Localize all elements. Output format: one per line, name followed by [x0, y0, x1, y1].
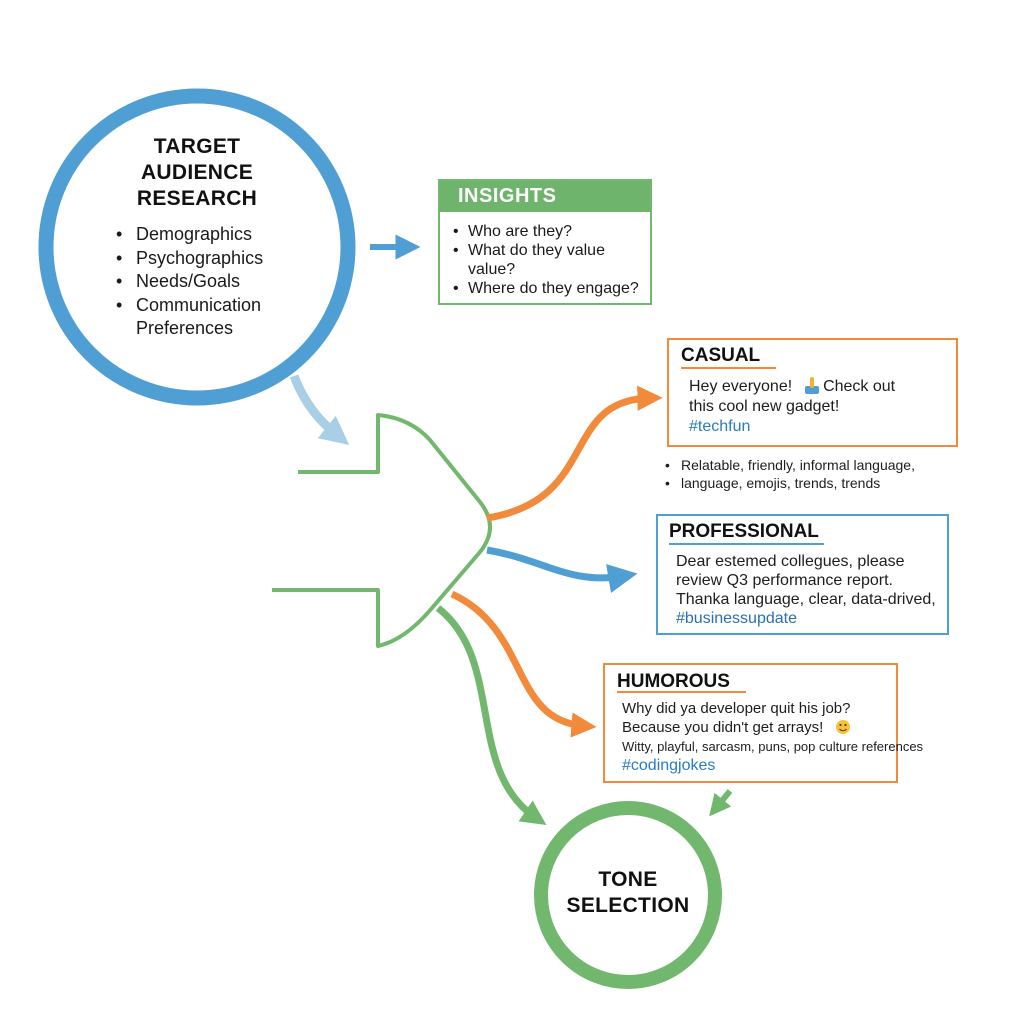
research-title: TARGET AUDIENCE RESEARCH: [97, 134, 297, 212]
professional-title: PROFESSIONAL: [669, 521, 819, 542]
humorous-line-3: Witty, playful, sarcasm, puns, pop cultu…: [622, 739, 924, 754]
casual-note-line-2: language, emojis, trends, trends: [663, 474, 963, 492]
humorous-line-1: Why did ya developer quit his job?: [622, 700, 851, 717]
arrow-funnel-to-professional: [486, 546, 638, 593]
humorous-title: HUMOROUS: [617, 671, 730, 692]
professional-line-1: Dear estemed collegues, please: [676, 553, 905, 570]
casual-body: Hey everyone! Check out this cool new ga…: [689, 377, 951, 437]
research-circle: [38, 88, 356, 406]
humorous-body: Why did ya developer quit his job? Becau…: [622, 699, 924, 775]
arrow-funnel-to-casual: [486, 385, 663, 522]
tone-title-line-1: TONE: [598, 868, 658, 891]
tone-title: TONE SELECTION: [548, 867, 708, 919]
casual-line-1b: Check out: [823, 378, 896, 395]
research-item-preferences: Preferences: [136, 318, 234, 338]
research-list: Demographics Psychographics Needs/Goals …: [114, 223, 304, 341]
thumbs-up-emoji: [805, 377, 819, 394]
research-item-psychographics: Psychographics: [114, 247, 304, 271]
research-item-communication: Communication: [114, 294, 304, 318]
insights-item-value: What do they value: [452, 241, 648, 260]
casual-note: Relatable, friendly, informal language, …: [663, 456, 963, 492]
casual-line-1: Hey everyone! Check out: [689, 377, 951, 397]
insights-item-who: Who are they?: [452, 222, 648, 241]
arrow-humorous-to-tone: [709, 789, 733, 817]
research-title-line-3: RESEARCH: [136, 187, 258, 210]
tone-title-line-2: SELECTION: [566, 894, 690, 917]
research-item-demographics: Demographics: [114, 223, 304, 247]
professional-hashtag: #businessupdate: [676, 610, 797, 627]
casual-line-2: this cool new gadget!: [689, 398, 840, 415]
insights-item-value-continuation: value?: [468, 261, 516, 278]
professional-body: Dear estemed collegues, please review Q3…: [676, 552, 944, 628]
research-title-line-2: AUDIENCE: [140, 161, 254, 184]
research-title-line-1: TARGET: [153, 135, 241, 158]
professional-box: [656, 514, 949, 635]
casual-hashtag: #techfun: [689, 418, 751, 435]
arrow-funnel-to-humorous: [450, 590, 597, 738]
tone-circle: [534, 801, 722, 989]
humorous-hashtag: #codingjokes: [622, 757, 716, 774]
research-item-needs-goals: Needs/Goals: [114, 270, 304, 294]
casual-line-1a: Hey everyone!: [689, 378, 793, 395]
smiley-emoji: [836, 720, 850, 734]
insights-title: INSIGHTS: [440, 181, 650, 212]
arrow-research-to-funnel: [289, 374, 350, 445]
insights-list: Who are they? What do they value value? …: [452, 222, 648, 298]
casual-note-line-1: Relatable, friendly, informal language,: [663, 456, 963, 474]
casual-title: CASUAL: [681, 345, 761, 366]
professional-line-2: review Q3 performance report.: [676, 572, 893, 589]
arrow-funnel-to-tone: [435, 605, 547, 826]
humorous-line-2: Because you didn't get arrays!: [622, 719, 824, 736]
professional-line-3: Thanka language, clear, data-drived,: [676, 591, 936, 608]
insights-item-where: Where do they engage?: [452, 279, 648, 298]
funnel-outline: [272, 413, 492, 648]
